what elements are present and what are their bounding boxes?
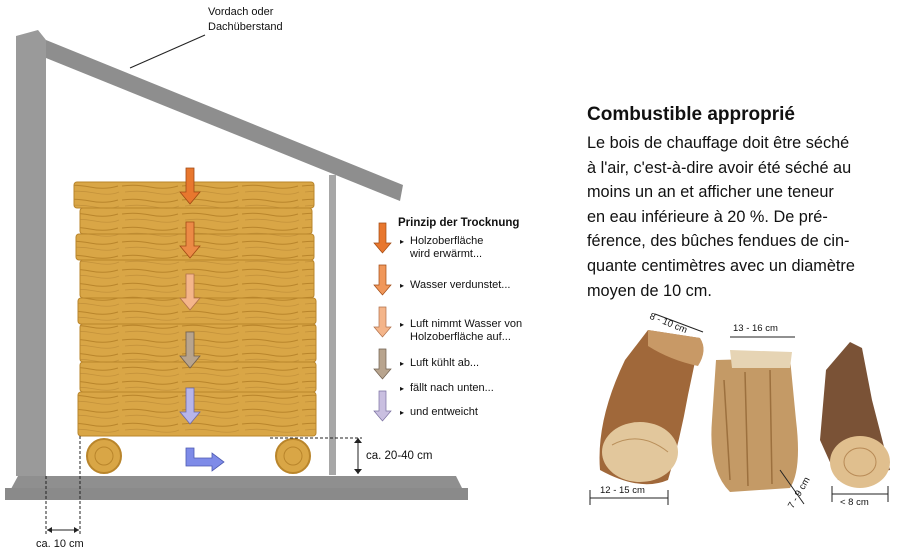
wall-gap-label: ca. 10 cm — [36, 538, 84, 550]
step-6-text: und entweicht — [410, 406, 478, 418]
log1-bottom-dimension: 12 - 15 cm — [600, 485, 645, 496]
step-5: ▸fällt nach unten... — [400, 382, 494, 394]
info-line: férence, des bûches fendues de cin- — [587, 232, 850, 251]
log-photo-2 — [711, 350, 798, 492]
step-5-text: fällt nach unten... — [410, 382, 494, 394]
step-6: ▸und entweicht — [400, 406, 478, 418]
base-log-left — [86, 438, 122, 474]
base-log-right — [275, 438, 311, 474]
log2-top-dimension: 13 - 16 cm — [733, 323, 778, 334]
wall — [16, 30, 46, 476]
info-line: quante centimètres avec un diamètre — [587, 256, 855, 275]
step-2-text: Wasser verdunstet... — [410, 279, 511, 291]
info-title: Combustible approprié — [587, 104, 795, 125]
log-photo-1 — [599, 330, 704, 485]
wood-stack — [73, 181, 317, 437]
info-line: en eau inférieure à 20 %. De pré- — [587, 207, 828, 226]
info-line: Le bois de chauffage doit être séché — [587, 134, 850, 152]
info-line: à l'air, c'est-à-dire avoir été séché au — [587, 158, 852, 177]
clearance-label: ca. 20-40 cm — [366, 450, 433, 462]
support-post — [329, 175, 336, 475]
roof-label-line2: Dachüberstand — [208, 21, 283, 33]
principle-title: Prinzip der Trocknung — [398, 217, 520, 229]
roof-label-line1: Vordach oder — [208, 6, 274, 18]
log-photo-3 — [820, 342, 890, 488]
roof — [46, 40, 403, 201]
legend-arrows — [373, 222, 392, 422]
step-4: ▸Luft kühlt ab... — [400, 357, 480, 369]
step-4-text: Luft kühlt ab... — [410, 357, 480, 369]
info-line: moyen de 10 cm. — [587, 281, 712, 300]
log3-bottom-dimension: < 8 cm — [840, 497, 869, 508]
info-line: moins un an et afficher une teneur — [587, 183, 834, 202]
stack-arrows — [179, 167, 225, 472]
info-body: Le bois de chauffage doit être séché à l… — [587, 131, 887, 303]
step-2: ▸Wasser verdunstet... — [400, 279, 511, 291]
